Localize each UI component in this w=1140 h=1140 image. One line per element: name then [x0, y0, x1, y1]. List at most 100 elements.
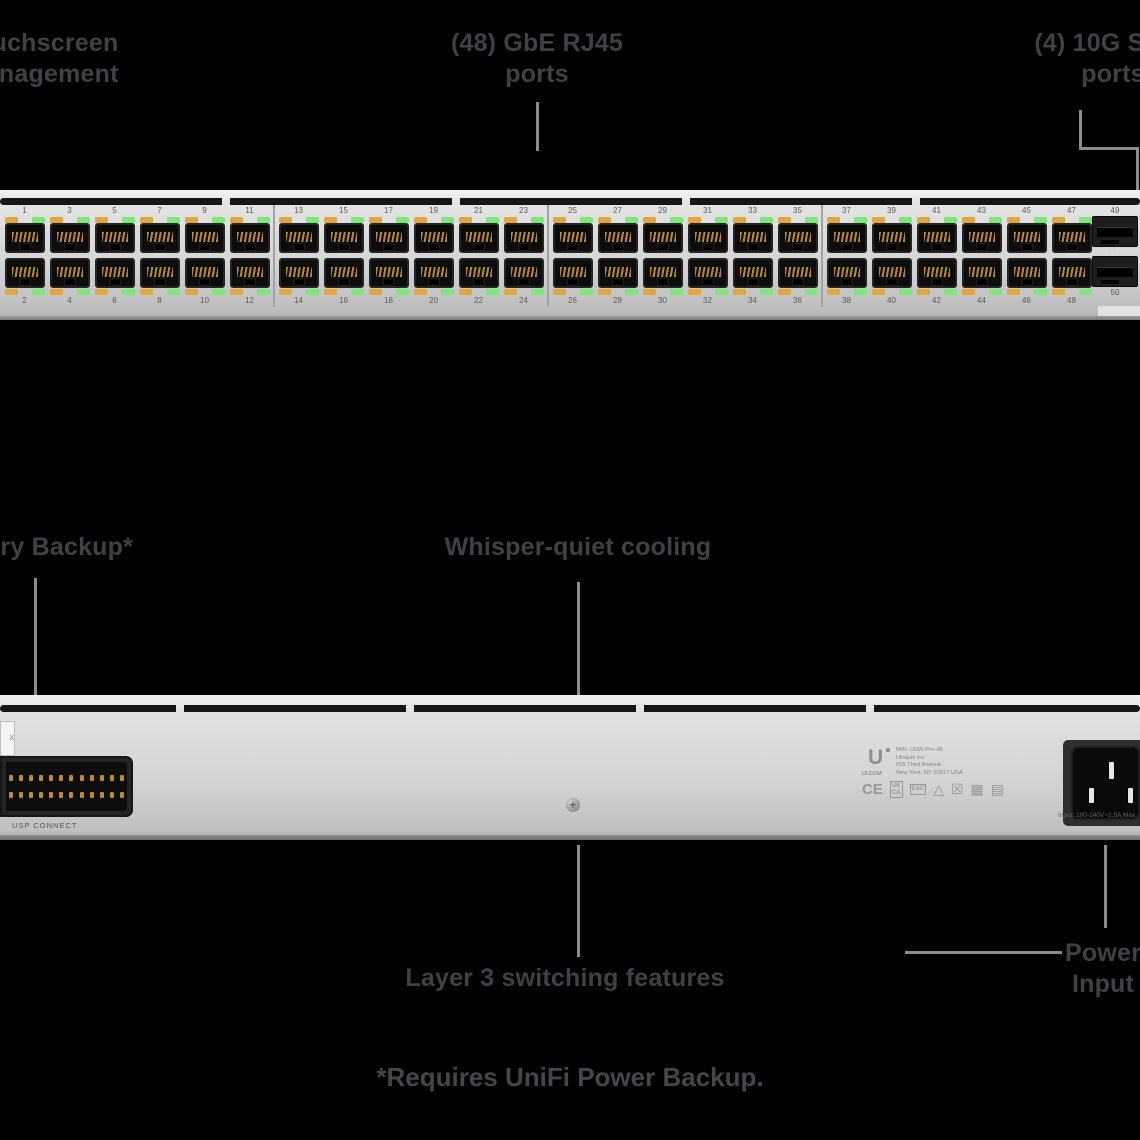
rj45-port: [413, 258, 454, 288]
port-number: 41: [932, 206, 941, 215]
link-led-green: [1078, 216, 1092, 223]
poe-led-amber: [687, 216, 701, 223]
ukca-mark-icon: UK CA: [889, 781, 903, 798]
rj45-port: [413, 223, 454, 253]
rj45-port: [732, 258, 773, 288]
port-number: 13: [294, 206, 303, 215]
port-number: 38: [842, 296, 851, 305]
port-number: 9: [202, 206, 207, 215]
port-number: 21: [474, 206, 483, 215]
link-led-green: [853, 216, 867, 223]
link-led-green: [395, 216, 409, 223]
link-led-green: [759, 216, 773, 223]
rcm-mark-icon: △: [933, 781, 944, 797]
rj45-port: [916, 223, 957, 253]
rj45-port: [184, 258, 225, 288]
rj45-port: [597, 258, 638, 288]
port-number: 37: [842, 206, 851, 215]
kc-mark-icon: ▤: [990, 781, 1004, 797]
link-led-green: [530, 216, 544, 223]
link-led-green: [440, 216, 454, 223]
poe-led-amber: [368, 288, 382, 295]
rj45-port: [139, 258, 180, 288]
port-number: 46: [1022, 296, 1031, 305]
rj45-port: [732, 223, 773, 253]
port-leds: [732, 216, 773, 223]
poe-led-amber: [323, 288, 337, 295]
poe-led-amber: [642, 288, 656, 295]
port-leds: [597, 288, 638, 295]
port-leds: [1006, 216, 1047, 223]
link-led-green: [714, 216, 728, 223]
poe-led-amber: [49, 288, 63, 295]
label-rj45-ports: (48) GbE RJ45 ports: [450, 29, 624, 88]
port-number: 48: [1067, 296, 1076, 305]
back-panel-bottom-edge: [0, 835, 1140, 840]
rj45-port: [961, 258, 1002, 288]
link-led-green: [305, 288, 319, 295]
link-led-green: [898, 216, 912, 223]
poe-led-amber: [916, 216, 930, 223]
callout-line-rj45: [536, 102, 539, 151]
rj45-port: [278, 223, 319, 253]
link-led-green: [31, 216, 45, 223]
rj45-port: [184, 223, 225, 253]
model-line: M/N: USW-Pro-48: [896, 747, 943, 753]
usp-pin: [109, 775, 114, 781]
port-number: 19: [429, 206, 438, 215]
poe-led-amber: [871, 288, 885, 295]
port-column: 37 38: [824, 205, 869, 307]
weee-mark-icon: ☒: [950, 781, 964, 797]
usp-pin: [69, 775, 74, 781]
rj45-port: [503, 258, 544, 288]
port-leds: [184, 288, 225, 295]
switch-back-panel: X USP CONNECT U UI.COM M/N: USW-Pro-48Ub…: [0, 695, 1140, 840]
callout-line-sfp-v2: [1136, 147, 1139, 192]
link-led-green: [76, 288, 90, 295]
port-leds: [368, 216, 409, 223]
callout-line-layer3: [577, 845, 580, 957]
port-leds: [229, 216, 270, 223]
poe-led-amber: [278, 288, 292, 295]
poe-led-amber: [916, 288, 930, 295]
rj45-port: [687, 258, 728, 288]
sfp-cage-50: [1092, 256, 1138, 287]
ce-mark-icon: CE: [862, 781, 883, 798]
poe-led-amber: [1051, 216, 1065, 223]
ac-power-inlet: [1071, 746, 1140, 820]
link-led-green: [804, 288, 818, 295]
port-number: 31: [703, 206, 712, 215]
poe-led-amber: [777, 216, 791, 223]
poe-led-amber: [732, 288, 746, 295]
port-number: 3: [67, 206, 72, 215]
port-number: 6: [112, 296, 117, 305]
front-panel-bottom-edge: [0, 316, 1140, 320]
link-led-green: [853, 288, 867, 295]
rj45-port: [1051, 223, 1092, 253]
port-number: 28: [613, 296, 622, 305]
usp-pin: [59, 792, 64, 798]
port-leds: [94, 288, 135, 295]
rj45-port: [49, 258, 90, 288]
label-layer3-features: Layer 3 switching features: [405, 964, 725, 992]
poe-led-amber: [597, 216, 611, 223]
usp-pin: [69, 792, 74, 798]
poe-led-amber: [94, 216, 108, 223]
port-leds: [871, 216, 912, 223]
footnote-requires-power-backup: *Requires UniFi Power Backup.: [376, 1062, 764, 1092]
port-number: 16: [339, 296, 348, 305]
port-leds: [552, 216, 593, 223]
link-led-green: [714, 288, 728, 295]
